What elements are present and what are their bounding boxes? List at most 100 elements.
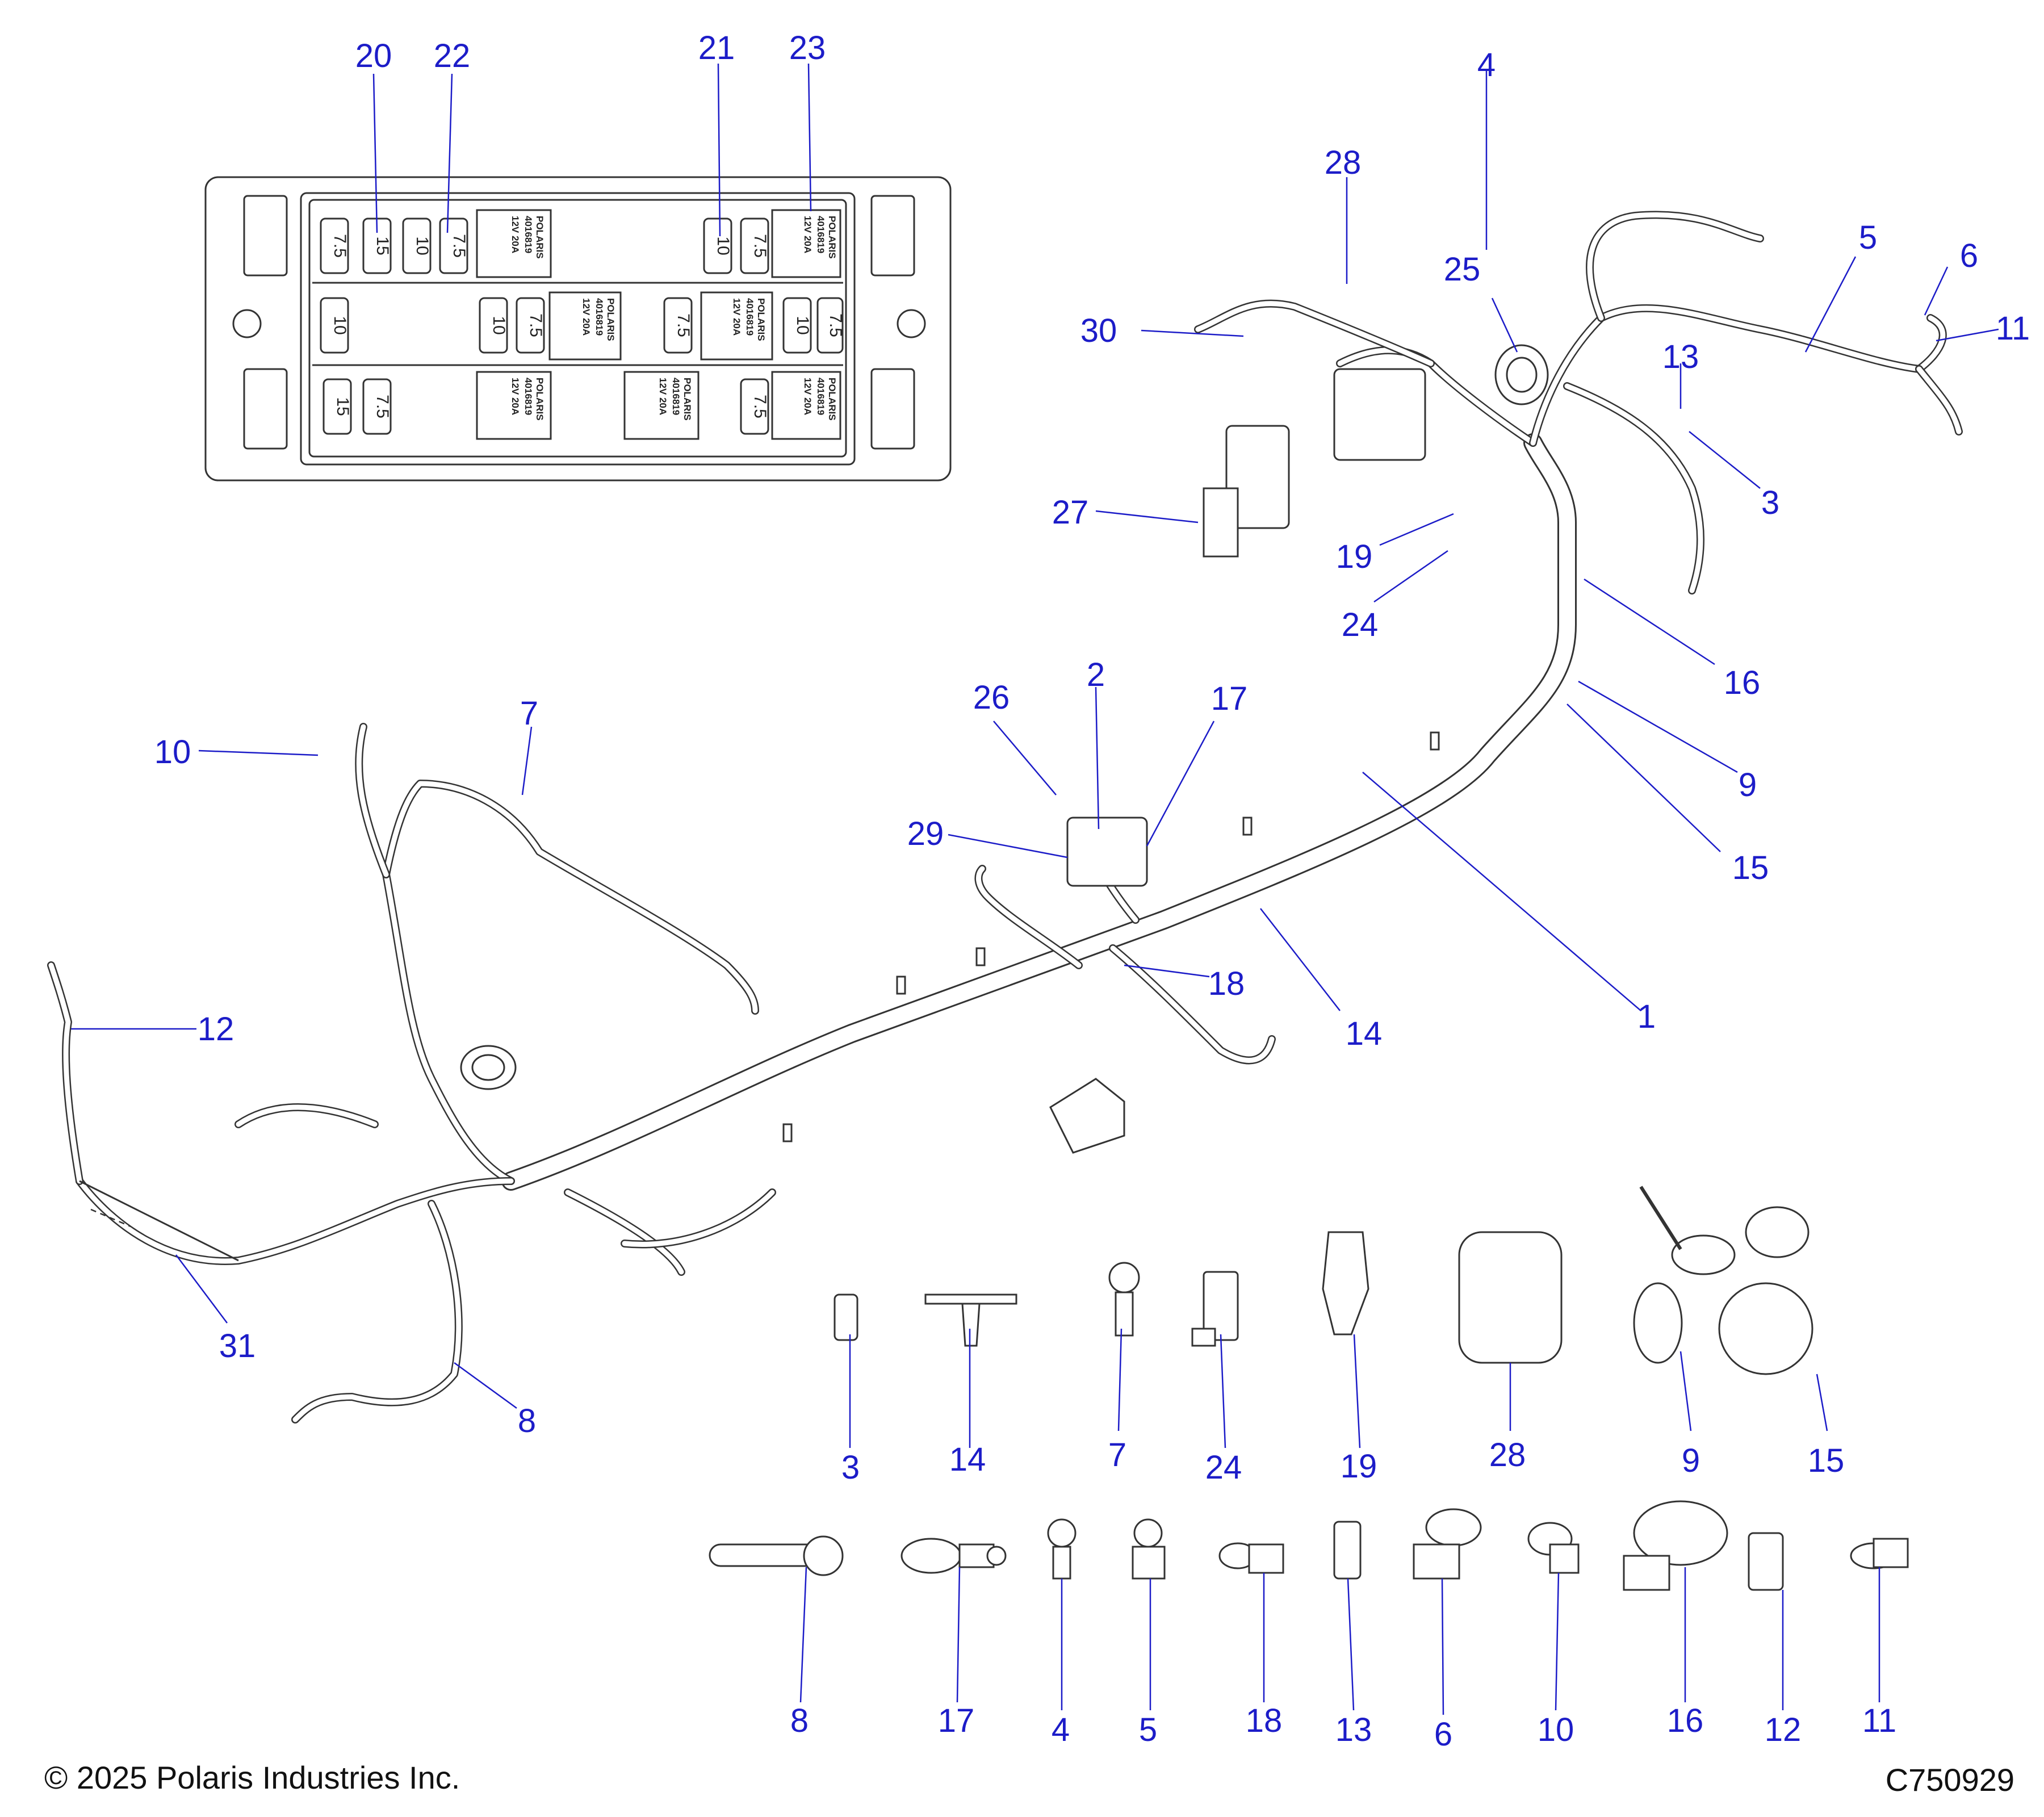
callout-30: 30 <box>1080 312 1117 349</box>
part-12-clip <box>1748 1532 1784 1591</box>
fuse-label: 7.5 <box>751 234 769 258</box>
part-6-clip <box>1413 1508 1482 1580</box>
callout-1: 1 <box>1637 998 1656 1035</box>
relay-brand: POLARIS <box>756 298 767 341</box>
callout-14-top: 14 <box>1346 1015 1383 1052</box>
callout-13-top: 13 <box>1662 338 1699 375</box>
callout-13: 13 <box>1335 1711 1372 1748</box>
callout-23: 23 <box>789 30 826 66</box>
callout-19-top: 19 <box>1336 538 1373 575</box>
callout-6: 6 <box>1960 237 1978 274</box>
callout-7: 7 <box>1108 1437 1126 1473</box>
callout-5-bottom: 5 <box>1139 1711 1157 1748</box>
relay-part: 4016819 <box>523 378 534 415</box>
part-17-clip <box>900 1538 1007 1574</box>
relay-rating: 12V 20A <box>510 378 521 415</box>
part-4-clip <box>1047 1518 1077 1580</box>
part-14-clip <box>924 1293 1017 1347</box>
callout-27: 27 <box>1052 494 1089 531</box>
callout-4-bottom: 4 <box>1052 1711 1070 1748</box>
callout-12: 12 <box>1765 1711 1802 1748</box>
relay-4: POLARIS 4016819 12V 20A <box>700 291 773 361</box>
fuse-label: 10 <box>489 316 508 334</box>
callout-25: 25 <box>1444 251 1481 288</box>
callout-3-top: 3 <box>1761 484 1779 521</box>
callout-20: 20 <box>355 37 392 74</box>
callout-17: 17 <box>938 1702 975 1739</box>
part-8-clip <box>709 1535 844 1576</box>
relay-module <box>1333 368 1426 461</box>
relay-rating: 12V 20A <box>510 216 521 253</box>
callout-15: 15 <box>1808 1442 1845 1479</box>
part-7-clip <box>1108 1262 1140 1337</box>
module-29 <box>1066 817 1148 887</box>
fuse-label: 7.5 <box>526 313 545 337</box>
callout-8: 8 <box>790 1702 809 1739</box>
callout-labels: 20 22 21 23 4 28 25 30 5 6 11 13 3 27 19… <box>154 30 2030 1753</box>
fuse-label: 7.5 <box>826 313 845 337</box>
callout-11-top: 11 <box>1996 310 2030 347</box>
part-28-cover <box>1458 1231 1563 1364</box>
callout-17-top: 17 <box>1211 680 1248 717</box>
relay-brand: POLARIS <box>534 216 545 259</box>
grommet-25-inner <box>1506 357 1538 393</box>
fuse-label: 10 <box>714 236 732 255</box>
callout-12-top: 12 <box>198 1011 234 1048</box>
callout-2: 2 <box>1087 656 1105 693</box>
figure-code: C750929 <box>1885 1762 2014 1798</box>
relay-brand: POLARIS <box>827 216 837 259</box>
relay-7: POLARIS 4016819 12V 20A <box>771 371 841 440</box>
callout-31: 31 <box>219 1328 256 1364</box>
front-harness-branches <box>1194 211 1963 594</box>
part-10-clip <box>1527 1522 1580 1574</box>
callout-19: 19 <box>1341 1448 1377 1485</box>
relay-3: POLARIS 4016819 12V 20A <box>548 291 622 361</box>
leader-lines <box>71 63 1999 1715</box>
fuse-label: 10 <box>330 316 349 334</box>
part-19-connector <box>1322 1231 1369 1335</box>
relay-6: POLARIS 4016819 12V 20A <box>623 371 700 440</box>
fuse-label: 7.5 <box>373 395 392 418</box>
callout-15-top: 15 <box>1732 849 1769 886</box>
fuse-box-cover <box>1225 425 1290 529</box>
bracket <box>1049 1078 1125 1154</box>
fuse-label: 15 <box>373 236 392 255</box>
copyright-notice: © 2025 Polaris Industries Inc. <box>44 1760 460 1795</box>
fuse-row-2: 10 10 7.5 7.5 10 7.5 <box>320 297 845 354</box>
callout-18: 18 <box>1246 1702 1283 1739</box>
callout-26: 26 <box>973 679 1010 716</box>
relay-part: 4016819 <box>594 298 605 336</box>
relay-rating: 12V 20A <box>802 378 813 415</box>
fuse-label: 10 <box>793 316 812 334</box>
relay-rating: 12V 20A <box>731 298 742 336</box>
part-24-connector <box>1191 1271 1239 1347</box>
rear-grommet-inner <box>471 1054 505 1081</box>
fuse-label: 7.5 <box>450 234 468 258</box>
trunk-clips <box>782 731 1440 1142</box>
part-5-clip <box>1132 1518 1166 1580</box>
callout-6-bottom: 6 <box>1434 1716 1452 1753</box>
part-9-tie <box>1633 1186 1736 1364</box>
callout-3: 3 <box>841 1449 860 1486</box>
relay-rating: 12V 20A <box>581 298 592 336</box>
relay-part: 4016819 <box>815 378 826 415</box>
callout-10: 10 <box>1538 1711 1574 1748</box>
fuse-label: 15 <box>333 397 352 416</box>
fuse-label: 7.5 <box>674 313 693 337</box>
main-harness-trunk <box>501 433 1577 1191</box>
relay-rating: 12V 20A <box>657 378 668 415</box>
callout-24-top: 24 <box>1342 606 1379 643</box>
fuse-label: 7.5 <box>330 234 349 258</box>
callout-22: 22 <box>434 37 471 74</box>
part-11-clip <box>1850 1538 1909 1569</box>
part-3-clip <box>833 1293 858 1341</box>
fuse-label: 10 <box>413 236 432 255</box>
callout-29: 29 <box>907 815 944 852</box>
fuse-row-1: 7.5 15 10 7.5 10 7.5 <box>320 217 769 274</box>
relay-part: 4016819 <box>744 298 755 336</box>
relay-5: POLARIS 4016819 12V 20A <box>476 371 552 440</box>
callout-9-top: 9 <box>1739 767 1757 803</box>
callout-18-top: 18 <box>1208 965 1245 1002</box>
fuse-box: 7.5 15 10 7.5 10 7.5 10 10 7.5 7.5 10 7.… <box>204 176 952 482</box>
